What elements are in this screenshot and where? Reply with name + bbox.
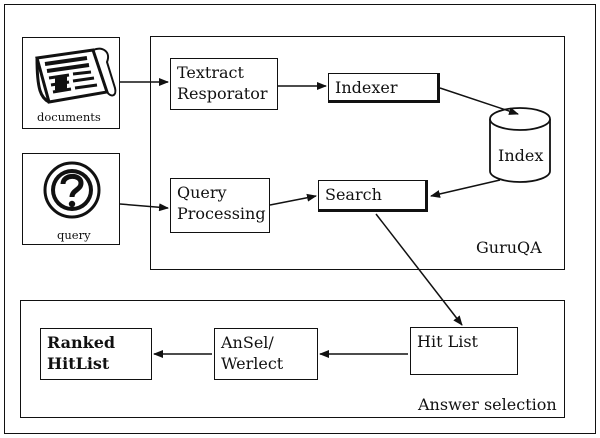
query-label: query bbox=[57, 228, 91, 242]
documents-box: documents bbox=[22, 37, 120, 129]
outer-frame bbox=[4, 4, 596, 434]
guruqa-title: GuruQA bbox=[476, 238, 542, 257]
arrow-index-to-search bbox=[430, 179, 501, 198]
hit-list-label: Hit List bbox=[417, 332, 478, 351]
ansel-werlect-box: AnSel/ Werlect bbox=[214, 328, 318, 380]
textract-resporator-box: Textract Resporator bbox=[170, 58, 278, 110]
guruqa-frame bbox=[150, 36, 565, 270]
search-box: Search bbox=[318, 180, 428, 212]
query-processing-box: Query Processing bbox=[170, 178, 270, 233]
answer-selection-title: Answer selection bbox=[418, 395, 557, 414]
newspaper-icon bbox=[35, 47, 117, 104]
ansel-line-2: Werlect bbox=[221, 354, 284, 373]
arrow-processing-to-search bbox=[269, 193, 317, 206]
textract-line-1: Textract bbox=[177, 63, 244, 82]
indexer-label: Indexer bbox=[335, 78, 398, 97]
answer-selection-frame bbox=[20, 300, 565, 418]
indexer-box: Indexer bbox=[328, 73, 440, 103]
hit-list-box: Hit List bbox=[410, 327, 518, 375]
search-label: Search bbox=[325, 185, 382, 204]
ranked-line-2: HitList bbox=[47, 354, 110, 373]
ranked-hitlist-box: Ranked HitList bbox=[40, 328, 152, 380]
arrow-indexer-to-index bbox=[439, 87, 519, 115]
ansel-line-1: AnSel/ bbox=[221, 333, 274, 352]
query-processing-line-2: Processing bbox=[177, 204, 266, 223]
textract-line-2: Resporator bbox=[177, 84, 268, 103]
arrow-search-to-hitlist bbox=[375, 213, 463, 326]
ranked-line-1: Ranked bbox=[47, 333, 116, 352]
question-mark-icon bbox=[43, 161, 101, 219]
index-database-icon bbox=[489, 107, 551, 183]
arrow-query-to-processing bbox=[119, 203, 169, 212]
query-processing-line-1: Query bbox=[177, 183, 227, 202]
query-box: query bbox=[22, 153, 120, 245]
index-label: Index bbox=[498, 146, 544, 165]
documents-label: documents bbox=[37, 110, 101, 124]
